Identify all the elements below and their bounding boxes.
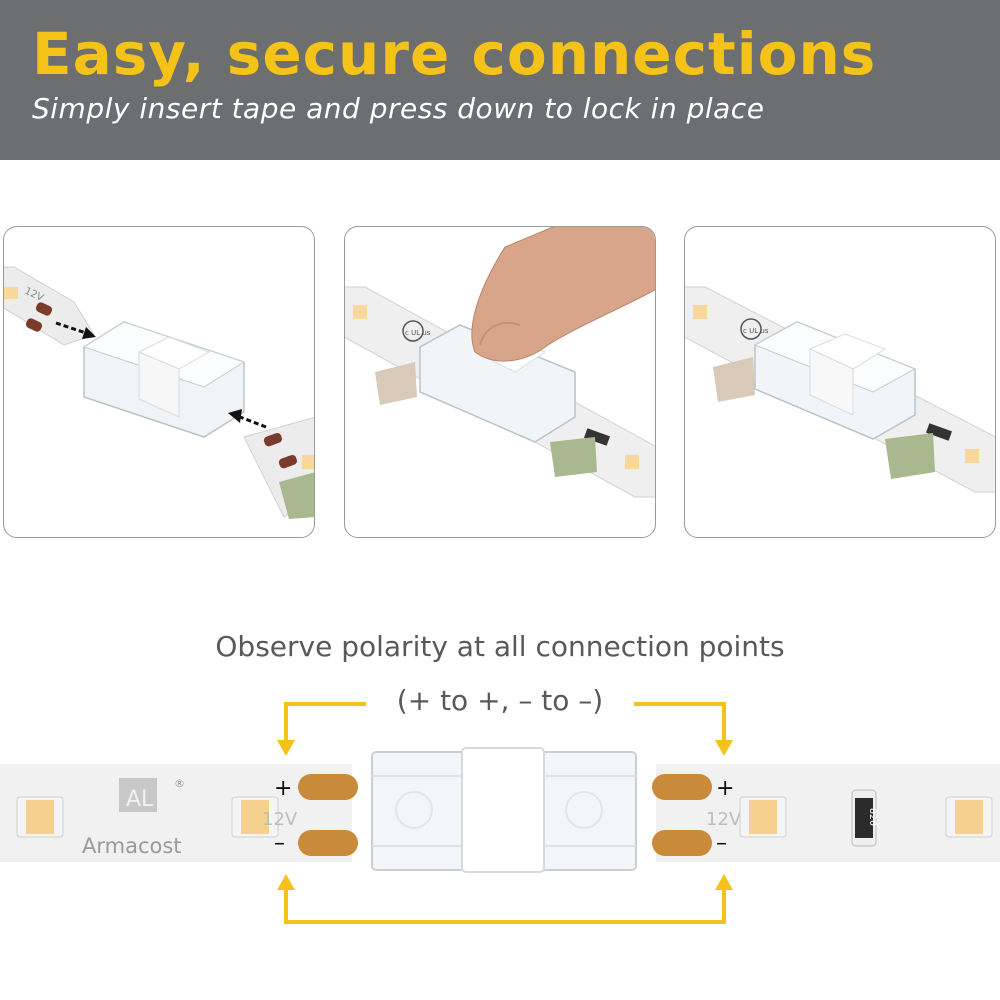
led-emitter <box>749 800 777 834</box>
connector-latch <box>461 747 545 873</box>
connector-pin <box>565 791 603 829</box>
arrow-head-icon <box>715 740 733 756</box>
arrow-icon <box>228 409 242 423</box>
arrow-head-icon <box>277 874 295 890</box>
cert-mark: c UL us <box>405 329 431 337</box>
header-banner: Easy, secure connections Simply insert t… <box>0 0 1000 160</box>
brand-logo-mark: AL <box>126 787 154 812</box>
copper-pad-minus-left <box>298 830 358 856</box>
arrow-icon <box>82 327 96 339</box>
polarity-arrow-top-left <box>284 702 366 742</box>
tape-strip-right <box>656 764 1000 862</box>
minus-sign-left: – <box>274 831 285 856</box>
led-chip <box>353 305 367 319</box>
registered-mark: ® <box>174 777 185 790</box>
copper-pad-plus-left <box>298 774 358 800</box>
cert-mark-icon <box>402 320 424 342</box>
copper-pad <box>263 433 282 447</box>
adhesive-backing <box>885 433 935 479</box>
brand-name: Armacost <box>82 834 182 858</box>
press-illustration: c UL us <box>345 227 655 498</box>
brand-logo <box>119 778 157 812</box>
resistor <box>584 428 610 446</box>
arrow-head-icon <box>715 874 733 890</box>
step-panel-locked: c UL us <box>684 226 996 538</box>
copper-pad <box>25 318 43 332</box>
fingernail <box>479 322 521 346</box>
insert-illustration: 12V <box>4 266 314 519</box>
led-emitter <box>955 800 983 834</box>
led-chip <box>693 305 707 319</box>
polarity-arrow-top-right <box>634 702 726 742</box>
polarity-diagram: AL ® Armacost + – 12V + – 12V 820 <box>0 702 1000 924</box>
copper-pad <box>35 302 53 316</box>
plus-sign-left: + <box>274 776 292 801</box>
minus-sign-right: – <box>716 831 727 856</box>
connector-body <box>419 324 576 443</box>
led-emitter <box>241 800 269 834</box>
cert-mark-icon <box>740 318 762 340</box>
banner-title: Easy, secure connections <box>32 20 877 88</box>
step-panel-press: c UL us <box>344 226 656 538</box>
adhesive-backing <box>550 437 597 477</box>
copper-pad-plus-right <box>652 774 712 800</box>
cert-mark: c UL us <box>743 327 769 335</box>
finger-image <box>471 227 655 362</box>
arrow-line <box>239 415 267 429</box>
arrow-head-icon <box>277 740 295 756</box>
resistor-code: 820 <box>867 808 878 826</box>
led-chip <box>625 455 639 469</box>
polarity-rule: (+ to +, – to –) <box>396 684 604 717</box>
voltage-label-right: 12V <box>706 809 742 830</box>
arrow-line <box>55 321 87 335</box>
led-chip <box>965 449 979 463</box>
led-emitter <box>26 800 54 834</box>
tape-backing <box>375 362 417 405</box>
plus-sign-right: + <box>716 776 734 801</box>
adhesive-backing <box>279 472 314 519</box>
polarity-title: Observe polarity at all connection point… <box>215 630 785 663</box>
copper-pad-minus-right <box>652 830 712 856</box>
banner-subtitle: Simply insert tape and press down to loc… <box>32 92 765 125</box>
led-chip <box>4 287 18 299</box>
resistor <box>926 423 952 441</box>
tape-backing <box>713 357 755 402</box>
polarity-arrow-bottom <box>284 888 726 924</box>
connector-pin <box>395 791 433 829</box>
led-chip <box>302 455 314 469</box>
copper-pad <box>278 455 297 469</box>
voltage-label-left: 12V <box>262 809 298 830</box>
locked-illustration: c UL us <box>685 286 995 493</box>
step-panel-insert: 12V <box>3 226 315 538</box>
